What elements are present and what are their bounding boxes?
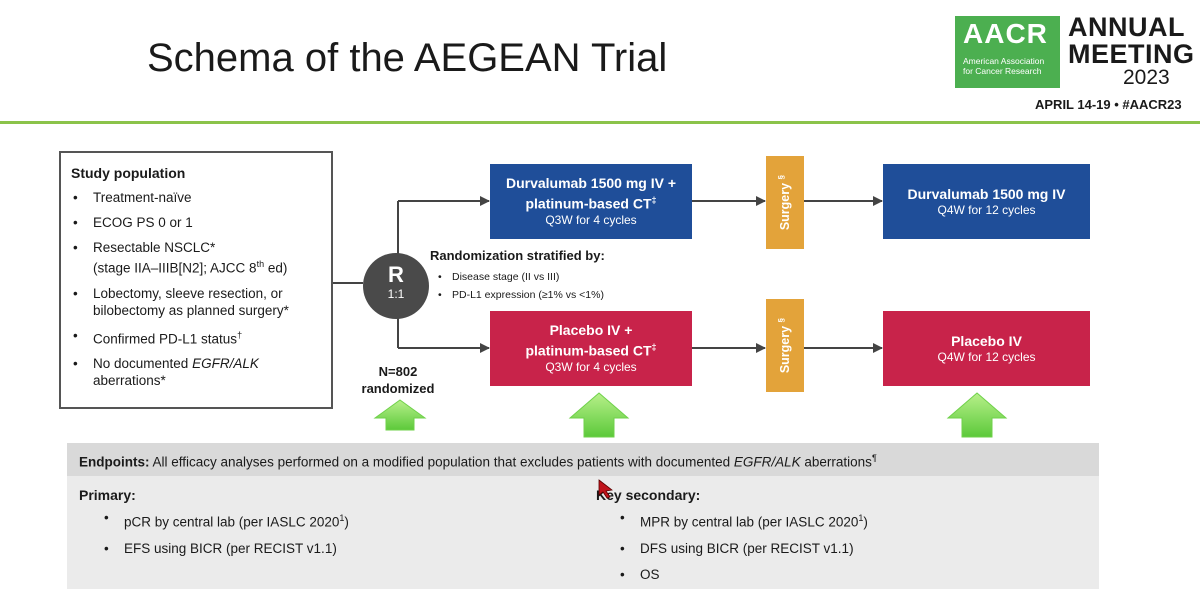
- endpoint-item: MPR by central lab (per IASLC 20201): [620, 510, 868, 531]
- criterion-text: (stage IIA–IIIB[N2]; AJCC 8: [93, 260, 257, 276]
- study-population-box: Study population Treatment-naïve ECOG PS…: [59, 151, 333, 409]
- endpoint-superscript: 1: [858, 513, 864, 523]
- up-arrow-icon: [373, 399, 427, 431]
- endpoint-item: OS: [620, 567, 868, 583]
- placebo-neoadjuvant-box: Placebo IV + platinum-based CT‡ Q3W for …: [490, 311, 692, 386]
- surgery-label: Surgery §: [777, 175, 792, 230]
- criterion-text: Resectable NSCLC*: [93, 240, 216, 255]
- arm-line2-text: platinum-based CT: [525, 195, 652, 212]
- arm-schedule: Q3W for 4 cycles: [545, 212, 637, 227]
- criterion-text: No documented: [93, 356, 193, 371]
- endpoint-text-end: ): [344, 514, 349, 530]
- criterion-text: ECOG PS 0 or 1: [93, 215, 193, 230]
- primary-endpoints-list: pCR by central lab (per IASLC 20201) EFS…: [104, 510, 349, 567]
- arm-schedule: Q4W for 12 cycles: [937, 349, 1036, 364]
- endpoint-text: pCR by central lab (per IASLC 2020: [124, 514, 340, 530]
- aacr-logo-mark: AACR: [963, 18, 1048, 49]
- criterion-text: Confirmed PD-L1 status: [93, 331, 238, 346]
- randomization-label: R: [388, 262, 404, 287]
- surgery-label-text: Surgery: [778, 325, 793, 374]
- aacr-logo-subtitle-line1: American Association: [963, 56, 1045, 66]
- endpoint-text: EFS using BICR (per RECIST v1.1): [124, 540, 337, 556]
- endpoint-item: DFS using BICR (per RECIST v1.1): [620, 541, 868, 557]
- meeting-year: 2023: [1123, 66, 1170, 89]
- endpoint-text-end: ): [863, 514, 868, 530]
- surgery-label: Surgery §: [777, 318, 792, 373]
- durvalumab-neoadjuvant-box: Durvalumab 1500 mg IV + platinum-based C…: [490, 164, 692, 239]
- arm-line2: platinum-based CT‡: [490, 192, 692, 213]
- arm-line1: Placebo IV +: [549, 322, 633, 339]
- stratification-title: Randomization stratified by:: [430, 248, 605, 263]
- arm-line2-text: platinum-based CT: [525, 342, 652, 359]
- arm-line1: Placebo IV: [951, 332, 1022, 349]
- surgery-superscript: §: [777, 317, 787, 323]
- endpoint-text: MPR by central lab (per IASLC 2020: [640, 514, 859, 530]
- endpoints-superscript: ¶: [871, 453, 877, 463]
- surgery-box-top: Surgery §: [766, 156, 804, 249]
- arm-line1: Durvalumab 1500 mg IV +: [505, 175, 677, 192]
- up-arrow-icon: [946, 392, 1008, 438]
- stratification-list: Disease stage (II vs III) PD-L1 expressi…: [438, 268, 604, 304]
- sample-size-label: randomized: [361, 381, 435, 396]
- randomization-ratio: 1:1: [387, 287, 405, 301]
- criterion-italic-text: EGFR/ALK: [192, 356, 259, 371]
- study-population-list: Treatment-naïve ECOG PS 0 or 1 Resectabl…: [71, 189, 319, 389]
- criterion-item: Lobectomy, sleeve resection, or bilobect…: [71, 285, 319, 319]
- criterion-text: aberrations*: [93, 373, 166, 388]
- endpoints-italic: EGFR/ALK: [733, 454, 801, 470]
- endpoints-description-end: aberrations: [800, 454, 872, 470]
- aacr-logo-subtitle-line2: for Cancer Research: [963, 66, 1042, 76]
- endpoint-text: OS: [640, 566, 660, 582]
- criterion-text: Lobectomy, sleeve resection, or: [93, 285, 283, 301]
- arm-schedule: Q3W for 4 cycles: [545, 359, 637, 374]
- header-divider: [0, 121, 1200, 124]
- meeting-line1: ANNUAL: [1068, 12, 1185, 42]
- secondary-endpoints-list: MPR by central lab (per IASLC 20201) DFS…: [620, 510, 868, 593]
- arm-superscript: ‡: [651, 342, 657, 353]
- endpoint-text: DFS using BICR (per RECIST v1.1): [640, 540, 854, 556]
- randomization-node: R 1:1: [363, 253, 429, 319]
- criterion-item: No documented EGFR/ALK aberrations*: [71, 355, 319, 389]
- meeting-dates: APRIL 14-19 • #AACR23: [1035, 97, 1182, 112]
- durvalumab-adjuvant-box: Durvalumab 1500 mg IV Q4W for 12 cycles: [883, 164, 1090, 239]
- surgery-box-bottom: Surgery §: [766, 299, 804, 392]
- endpoint-item: EFS using BICR (per RECIST v1.1): [104, 541, 349, 557]
- arm-line2: platinum-based CT‡: [490, 339, 692, 360]
- secondary-endpoints-title: Key secondary:: [596, 487, 701, 503]
- endpoints-description: All efficacy analyses performed on a mod…: [149, 454, 734, 470]
- criterion-item: Resectable NSCLC* (stage IIA–IIIB[N2]; A…: [71, 239, 319, 277]
- endpoints-label: Endpoints:: [79, 454, 150, 470]
- stratification-factor: Disease stage (II vs III): [438, 268, 604, 286]
- slide-title: Schema of the AEGEAN Trial: [147, 36, 668, 80]
- primary-endpoints-title: Primary:: [79, 487, 136, 503]
- criterion-superscript: th: [256, 259, 265, 269]
- aacr-logo: AACR American Association for Cancer Res…: [955, 16, 1060, 88]
- sample-size: N=802: [378, 364, 418, 379]
- placebo-adjuvant-box: Placebo IV Q4W for 12 cycles: [883, 311, 1090, 386]
- criterion-text: Treatment-naïve: [93, 190, 192, 205]
- criterion-superscript: †: [237, 329, 243, 340]
- arm-schedule: Q4W for 12 cycles: [937, 202, 1036, 217]
- surgery-superscript: §: [777, 174, 787, 180]
- criterion-text: ed): [264, 260, 288, 276]
- stratification-factor: PD-L1 expression (≥1% vs <1%): [438, 286, 604, 304]
- criterion-item: Confirmed PD-L1 status†: [71, 327, 319, 348]
- endpoint-item: pCR by central lab (per IASLC 20201): [104, 510, 349, 531]
- study-population-title: Study population: [71, 165, 186, 181]
- arm-line1: Durvalumab 1500 mg IV: [907, 185, 1066, 202]
- endpoints-header: Endpoints: All efficacy analyses perform…: [67, 443, 1099, 476]
- arm-superscript: ‡: [651, 195, 657, 206]
- criterion-item: ECOG PS 0 or 1: [71, 214, 319, 231]
- surgery-label-text: Surgery: [778, 182, 793, 231]
- endpoint-superscript: 1: [339, 513, 345, 523]
- up-arrow-icon: [568, 392, 630, 438]
- criterion-text: bilobectomy as planned surgery*: [93, 302, 289, 318]
- criterion-item: Treatment-naïve: [71, 189, 319, 206]
- meeting-line2: MEETING: [1068, 39, 1195, 69]
